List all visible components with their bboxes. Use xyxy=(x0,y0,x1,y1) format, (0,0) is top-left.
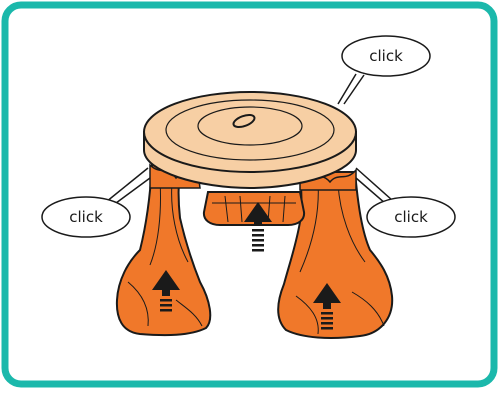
callout-right-label: click xyxy=(394,208,428,226)
callout-top-label: click xyxy=(369,47,403,65)
stool-seat xyxy=(144,92,356,188)
callout-left-label: click xyxy=(69,208,103,226)
